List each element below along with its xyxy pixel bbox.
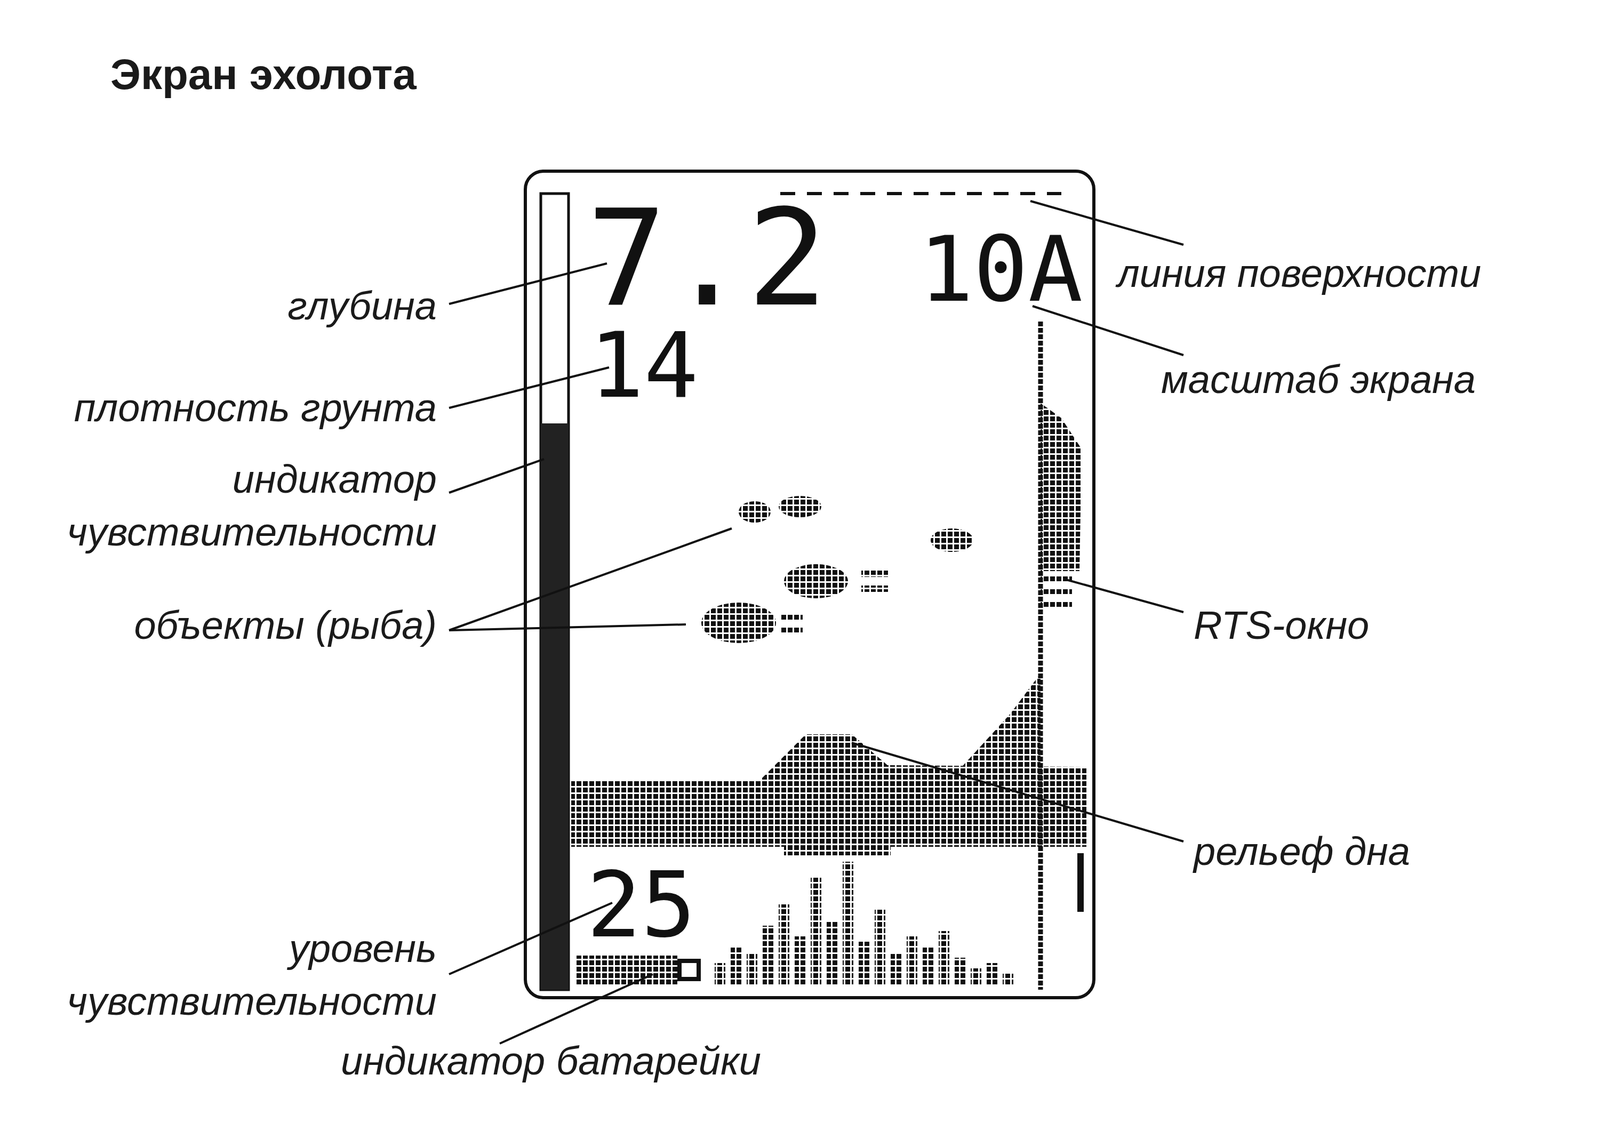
histogram-bar <box>714 963 726 985</box>
callout-label: объекты (рыба) <box>133 598 437 652</box>
histogram-bar <box>938 931 950 985</box>
histogram-bar <box>922 947 934 985</box>
rts-tail <box>1040 571 1072 608</box>
callout-label: индикатор чувствительности <box>63 452 437 559</box>
rts-mark <box>1077 853 1084 912</box>
callout-label: масштаб экрана <box>1161 353 1476 406</box>
histogram-bar <box>874 909 886 985</box>
histogram-bar <box>890 952 902 985</box>
battery-tip <box>679 961 699 980</box>
sensitivity-fill <box>540 423 569 990</box>
sensitivity-readout: 25 <box>586 859 696 951</box>
histogram-bar <box>810 877 822 985</box>
callout-label: индикатор батарейки <box>340 1034 762 1088</box>
histogram-bar <box>906 936 918 985</box>
histogram-bar <box>954 957 966 985</box>
bottom-relief-lower <box>784 846 891 856</box>
fish-echoes <box>701 496 974 644</box>
depth-readout: 7.2 <box>586 192 828 326</box>
callout-label: линия поверхности <box>1117 246 1482 300</box>
histogram-bar <box>746 952 758 985</box>
leader-lines <box>449 201 1184 1044</box>
histogram-bar <box>778 904 790 985</box>
histogram-bar <box>1002 973 1014 985</box>
histogram-bar <box>794 936 806 985</box>
histogram-bar <box>762 925 774 985</box>
callout-label: уровень чувствительности <box>63 922 437 1028</box>
ground-density-readout: 14 <box>589 320 699 411</box>
battery-indicator <box>576 955 678 985</box>
histogram-bar <box>986 963 998 985</box>
signal-histogram <box>714 861 1014 985</box>
callout-label: RTS-окно <box>1193 598 1370 652</box>
screen-frame <box>525 171 1094 998</box>
histogram-bar <box>826 920 838 985</box>
callout-label: плотность грунта <box>74 381 437 435</box>
diagram-title: Экран эхолота <box>110 49 417 101</box>
histogram-bar <box>730 947 742 985</box>
histogram-bar <box>842 861 854 985</box>
rts-bottom-echo <box>958 673 1041 776</box>
histogram-bar <box>858 941 870 985</box>
callout-label: рельеф дна <box>1193 825 1411 878</box>
callout-label: глубина <box>287 279 437 333</box>
histogram-bar <box>970 968 982 985</box>
scale-readout: 10A <box>918 224 1083 315</box>
rts-window <box>1040 403 1082 572</box>
